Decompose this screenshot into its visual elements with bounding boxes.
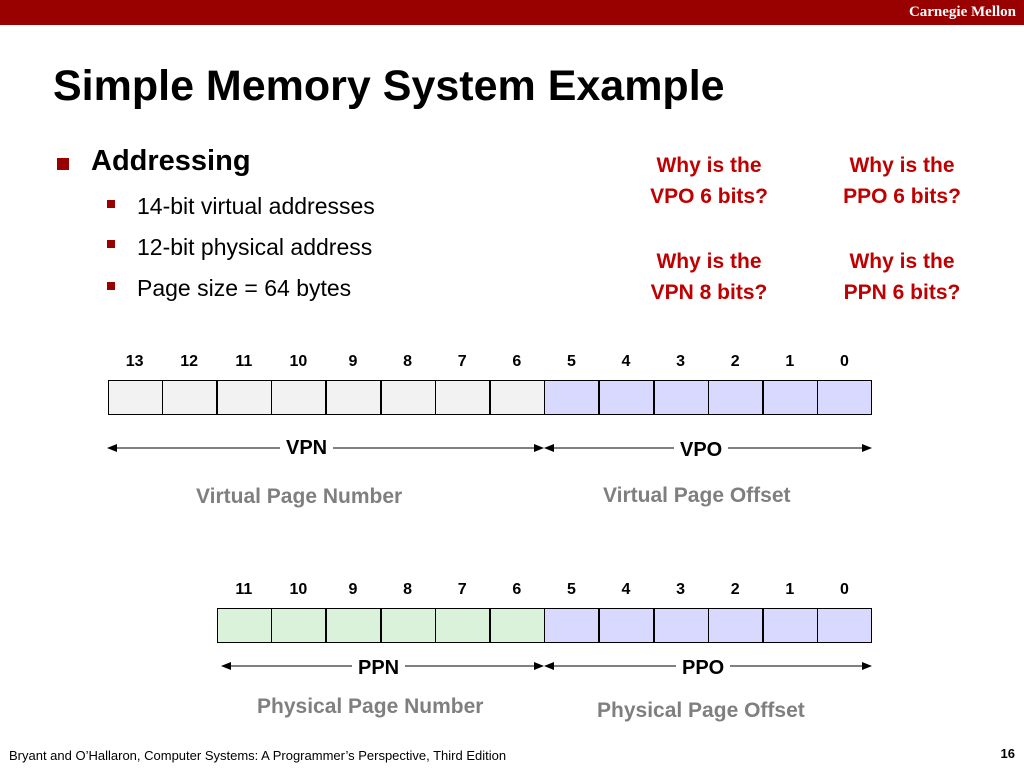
- sub-bullet-icon: [107, 200, 115, 208]
- offset-bit-cell: [708, 608, 764, 643]
- bit-label: 8: [403, 353, 413, 370]
- question-vpn: Why is the VPN 8 bits?: [650, 250, 768, 304]
- bit-label: 2: [730, 581, 740, 598]
- bit-label: 9: [348, 353, 358, 370]
- bit-label: 1: [785, 581, 795, 598]
- vpn-description: Virtual Page Number: [196, 485, 403, 508]
- question-ppo: Why is the PPO 6 bits?: [843, 154, 961, 208]
- brand-name: Carnegie Mellon: [908, 4, 1016, 20]
- page-number: 16: [1000, 746, 1015, 761]
- sub-bullet-icon: [107, 240, 115, 248]
- bit-label: 7: [457, 353, 467, 370]
- ppn-bit-cell: [216, 608, 272, 643]
- offset-bit-cell: [817, 380, 873, 415]
- addressing-item: Page size = 64 bytes: [137, 275, 352, 301]
- bit-label: 6: [512, 581, 522, 598]
- top-bar: Carnegie Mellon: [0, 0, 1024, 25]
- vpo-description: Virtual Page Offset: [603, 484, 791, 507]
- footer-citation: Bryant and O’Hallaron, Computer Systems:…: [9, 748, 507, 763]
- ppo-description: Physical Page Offset: [597, 699, 805, 722]
- ppn-description: Physical Page Number: [257, 695, 484, 718]
- bit-label: 8: [403, 581, 413, 598]
- vpn-bit-cell: [380, 380, 436, 415]
- bit-label: 3: [676, 581, 686, 598]
- bit-label: 6: [512, 353, 522, 370]
- bit-label: 11: [235, 581, 253, 598]
- bit-label: 10: [289, 581, 308, 598]
- addressing-item: 14-bit virtual addresses: [137, 193, 375, 219]
- ppo-label: PPO: [676, 657, 731, 680]
- offset-bit-cell: [762, 380, 818, 415]
- bit-label: 12: [180, 353, 199, 370]
- addressing-heading: Addressing: [91, 145, 251, 177]
- bullet-square-icon: [57, 158, 69, 170]
- vpn-bit-cell: [107, 380, 163, 415]
- offset-bit-cell: [708, 380, 764, 415]
- ppn-bit-cell: [271, 608, 327, 643]
- ppn-bit-cell: [435, 608, 491, 643]
- offset-bit-cell: [653, 608, 709, 643]
- bit-label: 5: [566, 353, 576, 370]
- ppn-label: PPN: [352, 657, 406, 680]
- offset-bit-cell: [544, 608, 600, 643]
- vpn-bit-cell: [435, 380, 491, 415]
- vpn-bit-cell: [216, 380, 272, 415]
- question-ppn: Why is the PPN 6 bits?: [843, 250, 961, 304]
- bit-label: 10: [289, 353, 308, 370]
- offset-bit-cell: [817, 608, 873, 643]
- offset-bit-cell: [599, 608, 654, 643]
- addressing-item: 12-bit physical address: [137, 234, 373, 260]
- bit-label: 4: [621, 581, 631, 598]
- offset-bit-cell: [653, 380, 709, 415]
- offset-bit-cell: [599, 380, 654, 415]
- slide-title: Simple Memory System Example: [53, 62, 725, 110]
- bit-label: 5: [566, 581, 576, 598]
- bit-label: 0: [839, 353, 849, 370]
- bit-label: 4: [621, 353, 631, 370]
- offset-bit-cell: [762, 608, 818, 643]
- vpn-bit-cell: [326, 380, 381, 415]
- bit-label: 9: [348, 581, 358, 598]
- bit-label: 2: [730, 353, 740, 370]
- vpn-bit-cell: [271, 380, 327, 415]
- question-vpo: Why is the VPO 6 bits?: [650, 154, 768, 208]
- vpo-label: VPO: [674, 439, 729, 462]
- offset-bit-cell: [544, 380, 600, 415]
- bit-label: 3: [676, 353, 686, 370]
- ppn-bit-cell: [380, 608, 436, 643]
- bit-label: 7: [457, 581, 467, 598]
- sub-bullet-icon: [107, 282, 115, 290]
- bit-label: 13: [125, 353, 144, 370]
- ppn-bit-cell: [489, 608, 545, 643]
- bit-label: 1: [785, 353, 795, 370]
- ppn-bit-cell: [326, 608, 381, 643]
- vpn-label: VPN: [280, 437, 334, 460]
- vpn-bit-cell: [162, 380, 218, 415]
- bit-label: 11: [235, 353, 253, 370]
- bit-label: 0: [839, 581, 849, 598]
- vpn-bit-cell: [489, 380, 545, 415]
